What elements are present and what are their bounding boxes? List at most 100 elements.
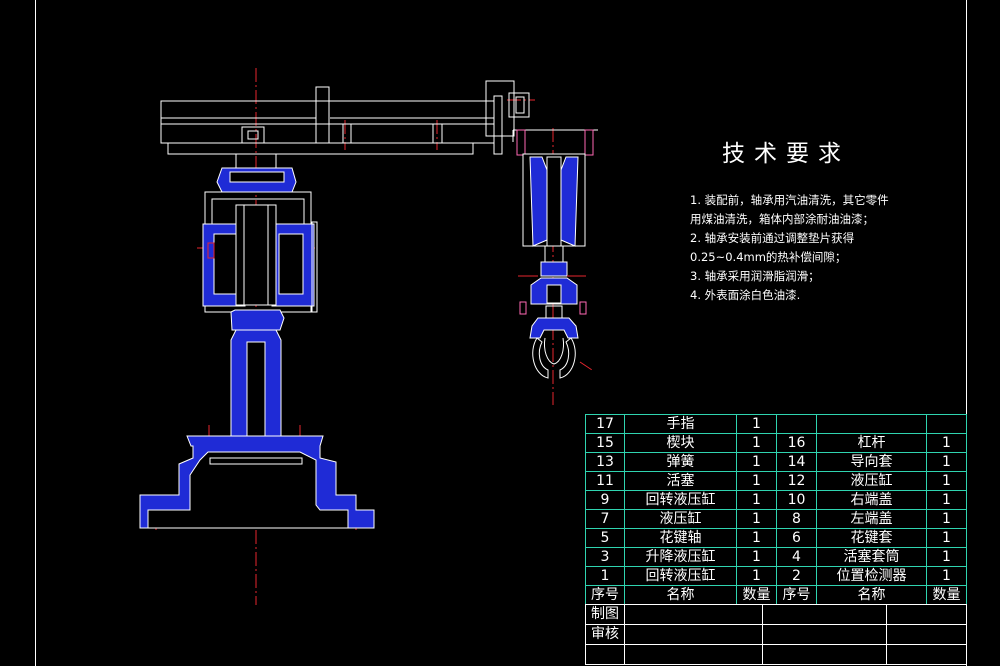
item-number: 3 [585, 547, 625, 567]
header-item-quantity: 数量 [736, 585, 777, 605]
item-name: 回转液压缸 [624, 566, 737, 586]
bill-of-materials: 17 手指 1 15 楔块 1 16 杠杆 1 13 弹簧 1 14 导向套 1… [585, 414, 967, 605]
item-name: 楔块 [624, 433, 737, 453]
header-item-name: 名称 [816, 585, 927, 605]
item-quantity: 1 [736, 490, 777, 510]
note-line: 2. 轴承安装前通过调整垫片获得 [690, 231, 855, 245]
item-name: 花键套 [816, 528, 927, 548]
finger-mark [579, 361, 593, 371]
item-quantity: 1 [736, 547, 777, 567]
arm-end-block [485, 80, 515, 137]
item-name: 活塞 [624, 471, 737, 491]
item-quantity: 1 [736, 433, 777, 453]
item-quantity: 1 [736, 452, 777, 472]
arm-end-cap [508, 92, 530, 118]
table-row: 1 回转液压缸 1 2 位置检测器 1 [585, 566, 967, 586]
table-row: 17 手指 1 [585, 414, 967, 434]
arm-slider [315, 86, 330, 144]
spline-shaft [235, 204, 277, 306]
item-number: 14 [776, 452, 817, 472]
header-item-number: 序号 [776, 585, 817, 605]
note-line: 1. 装配前，轴承用汽油清洗，其它零件 [690, 193, 889, 207]
item-quantity: 1 [926, 471, 967, 491]
item-number: 7 [585, 509, 625, 529]
table-row: 7 液压缸 1 8 左端盖 1 [585, 509, 967, 529]
item-name: 手指 [624, 414, 737, 434]
arm-nut [241, 126, 265, 144]
item-quantity: 1 [736, 528, 777, 548]
table-header-row: 序号 名称 数量 序号 名称 数量 [585, 585, 967, 605]
item-name: 左端盖 [816, 509, 927, 529]
title-block-row [585, 644, 967, 665]
item-quantity: 1 [926, 490, 967, 510]
table-row: 3 升降液压缸 1 4 活塞套筒 1 [585, 547, 967, 567]
arm-guide-rail [167, 142, 474, 155]
drawn-by-value [624, 604, 763, 625]
item-number: 10 [776, 490, 817, 510]
title-block: 制图 审核 [585, 604, 967, 665]
item-quantity: 1 [926, 433, 967, 453]
header-item-number: 序号 [585, 585, 625, 605]
technical-requirements-notes: 1. 装配前，轴承用汽油清洗，其它零件 用煤油清洗，箱体内部涂耐油油漆； 2. … [690, 191, 889, 305]
table-row: 15 楔块 1 16 杠杆 1 [585, 433, 967, 453]
item-quantity: 1 [736, 566, 777, 586]
item-number: 13 [585, 452, 625, 472]
table-row: 13 弹簧 1 14 导向套 1 [585, 452, 967, 472]
item-quantity: 1 [926, 547, 967, 567]
item-quantity: 1 [736, 471, 777, 491]
item-name [816, 414, 927, 434]
drawing-frame [35, 0, 967, 666]
item-name: 导向套 [816, 452, 927, 472]
item-name: 杠杆 [816, 433, 927, 453]
title-block-row: 制图 [585, 604, 967, 625]
item-name: 右端盖 [816, 490, 927, 510]
item-number: 16 [776, 433, 817, 453]
table-row: 11 活塞 1 12 液压缸 1 [585, 471, 967, 491]
table-row: 9 回转液压缸 1 10 右端盖 1 [585, 490, 967, 510]
note-line: 3. 轴承采用润滑脂润滑； [690, 269, 820, 283]
checked-by-value [624, 624, 763, 645]
checked-by-label: 审核 [585, 624, 625, 645]
drawn-by-label: 制图 [585, 604, 625, 625]
item-name: 液压缸 [816, 471, 927, 491]
table-row: 5 花键轴 1 6 花键套 1 [585, 528, 967, 548]
item-number: 12 [776, 471, 817, 491]
note-line: 4. 外表面涂白色油漆. [690, 288, 801, 302]
title-block-row: 审核 [585, 624, 967, 645]
item-quantity: 1 [736, 509, 777, 529]
item-number: 4 [776, 547, 817, 567]
item-quantity: 1 [736, 414, 777, 434]
item-name: 位置检测器 [816, 566, 927, 586]
item-number: 1 [585, 566, 625, 586]
item-number: 5 [585, 528, 625, 548]
horizontal-arm [160, 80, 598, 155]
finger-left [532, 337, 549, 379]
item-name: 活塞套筒 [816, 547, 927, 567]
note-line: 用煤油清洗，箱体内部涂耐油油漆； [690, 212, 874, 226]
item-number: 6 [776, 528, 817, 548]
item-quantity [926, 414, 967, 434]
technical-requirements-title: 技术要求 [722, 141, 850, 167]
item-name: 升降液压缸 [624, 547, 737, 567]
item-number: 15 [585, 433, 625, 453]
item-name: 弹簧 [624, 452, 737, 472]
arm-beam-outline [160, 100, 495, 144]
header-item-name: 名称 [624, 585, 737, 605]
item-name: 液压缸 [624, 509, 737, 529]
item-name: 回转液压缸 [624, 490, 737, 510]
item-number: 11 [585, 471, 625, 491]
item-name: 花键轴 [624, 528, 737, 548]
item-number: 9 [585, 490, 625, 510]
item-number: 8 [776, 509, 817, 529]
finger-right [559, 337, 576, 379]
item-number: 2 [776, 566, 817, 586]
item-quantity: 1 [926, 566, 967, 586]
item-quantity: 1 [926, 528, 967, 548]
column-assembly [139, 153, 375, 529]
item-number [776, 414, 817, 434]
item-number: 17 [585, 414, 625, 434]
item-quantity: 1 [926, 452, 967, 472]
item-quantity: 1 [926, 509, 967, 529]
note-line: 0.25~0.4mm的热补偿间隙； [690, 250, 847, 264]
